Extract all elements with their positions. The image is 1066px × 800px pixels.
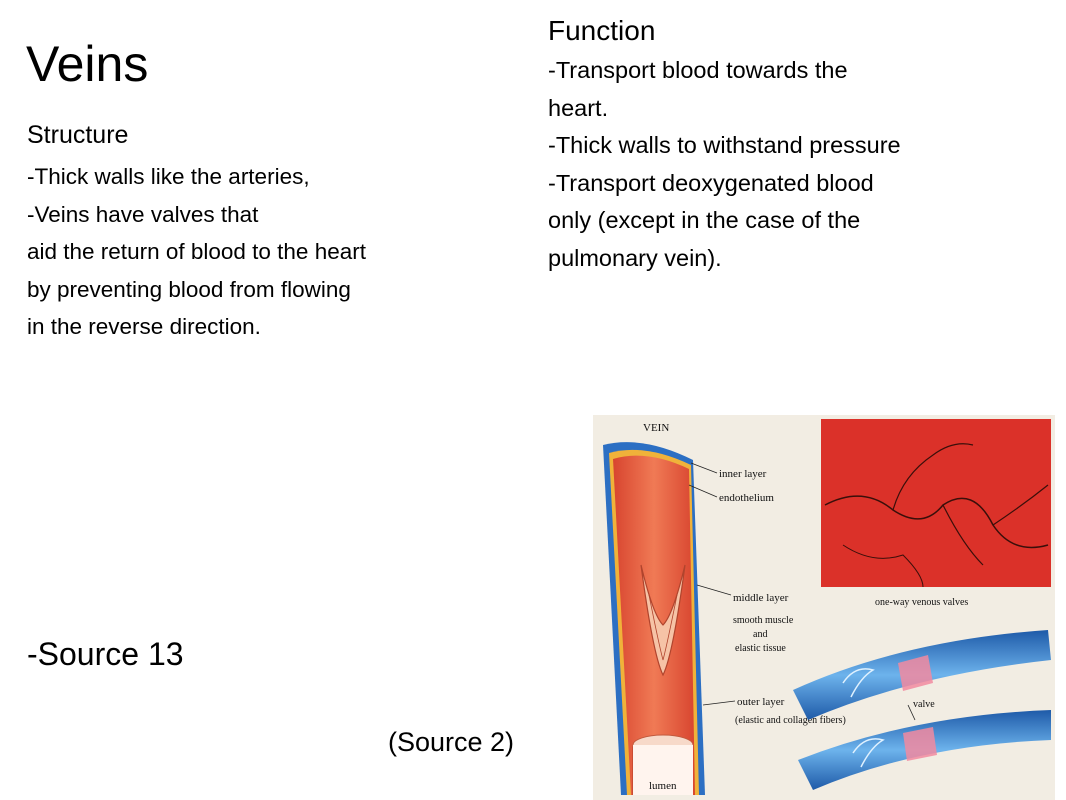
structure-line: -Thick walls like the arteries, xyxy=(27,164,310,189)
structure-line: aid the return of blood to the heart xyxy=(27,239,366,264)
function-line: -Transport blood towards the xyxy=(548,57,848,83)
middle-layer-label: middle layer xyxy=(733,592,789,604)
structure-line: by preventing blood from flowing xyxy=(27,276,351,302)
source-2-citation: (Source 2) xyxy=(388,727,515,757)
function-line: pulmonary vein). xyxy=(548,244,722,271)
valves-caption: one-way venous valves xyxy=(875,597,968,608)
smooth-muscle-label: smooth muscle xyxy=(733,615,794,626)
structure-line: -Veins have valves that xyxy=(27,201,259,227)
inner-layer-label: inner layer xyxy=(719,468,767,480)
and-label: and xyxy=(753,629,767,640)
outer-layer-label: outer layer xyxy=(737,696,785,708)
function-line: heart. xyxy=(548,94,609,121)
structure-line: in the reverse direction. xyxy=(27,314,261,339)
structure-text: -Thick walls like the arteries, -Veins h… xyxy=(27,158,366,346)
function-line: -Transport deoxygenated blood xyxy=(548,169,874,196)
micrograph xyxy=(821,419,1051,588)
outer-fibers-label: (elastic and collagen fibers) xyxy=(735,715,846,726)
vein-label: VEIN xyxy=(643,422,669,434)
function-text: -Transport blood towards the heart. -Thi… xyxy=(548,52,901,277)
structure-heading: Structure xyxy=(27,121,129,149)
valve-flap xyxy=(640,564,686,677)
vein-diagram: VEIN inner layer endothelium middle laye… xyxy=(593,415,1055,800)
source-13-citation: -Source 13 xyxy=(27,636,184,672)
valve-label: valve xyxy=(913,699,935,710)
vein-cross-section xyxy=(603,442,705,795)
function-heading: Function xyxy=(548,15,656,46)
lumen-label: lumen xyxy=(649,780,677,792)
valve-tube-lower xyxy=(798,710,1051,790)
function-line: only (except in the case of the xyxy=(548,207,861,233)
elastic-tissue-label: elastic tissue xyxy=(735,643,786,654)
valve-tube-upper xyxy=(793,630,1051,720)
slide-title: Veins xyxy=(26,36,149,92)
endothelium-label: endothelium xyxy=(719,492,774,504)
function-line: -Thick walls to withstand pressure xyxy=(548,132,901,158)
